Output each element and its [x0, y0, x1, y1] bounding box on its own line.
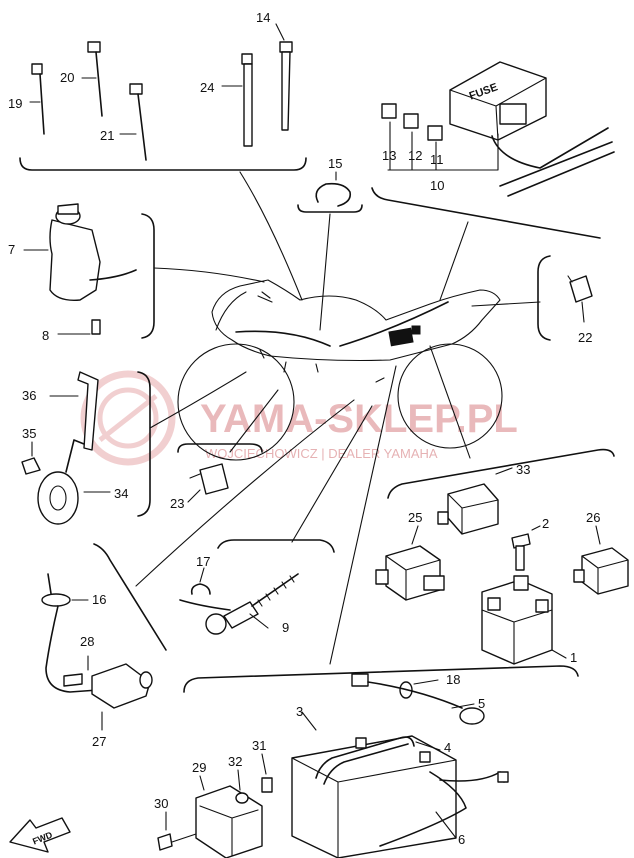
- callout-17: 17: [196, 554, 210, 569]
- callout-30: 30: [154, 796, 168, 811]
- part-35-bolt: [21, 441, 41, 475]
- part-21-clamp: [119, 83, 147, 161]
- part-31-bracket: [261, 753, 273, 793]
- motorcycle-outline: [177, 279, 503, 461]
- part-12-fuse: [403, 113, 419, 129]
- part-4-band: [315, 736, 441, 785]
- part-19-clamp: [29, 63, 45, 135]
- callout-25: 25: [408, 510, 422, 525]
- part-20-clamp: [81, 41, 103, 117]
- part-16-clip: [41, 573, 89, 607]
- callout-13: 13: [382, 148, 396, 163]
- fwd-arrow-icon: FWD: [9, 817, 71, 853]
- part-36-bracket: [49, 371, 99, 451]
- callout-34: 34: [114, 486, 128, 501]
- callout-10: 10: [430, 178, 444, 193]
- callout-9: 9: [282, 620, 289, 635]
- callout-2: 2: [542, 516, 549, 531]
- part-11-fuse: [427, 125, 443, 141]
- part-27-switch-wire: [45, 605, 99, 693]
- part-15-clip: [315, 171, 352, 207]
- callout-20: 20: [60, 70, 74, 85]
- part-30-bolt: [157, 811, 197, 851]
- part-32-washer: [235, 769, 249, 804]
- watermark-sub-text: WOJCIECHOWICZ | DEALER YAMAHA: [205, 446, 438, 461]
- group-brackets: [19, 157, 615, 693]
- callout-7: 7: [8, 242, 15, 257]
- callout-18: 18: [446, 672, 460, 687]
- callout-labels: 14 20 19 24 21 15 13 12 11 10 7 8 22 36 …: [8, 10, 600, 847]
- callout-35: 35: [22, 426, 36, 441]
- watermark-logo-icon: [80, 370, 176, 466]
- part-9-sensor: [179, 573, 299, 635]
- part-33-relay: [437, 467, 513, 535]
- part-25-relay: [375, 525, 445, 601]
- callout-27: 27: [92, 734, 106, 749]
- callout-4: 4: [444, 740, 451, 755]
- callout-23: 23: [170, 496, 184, 511]
- callout-21: 21: [100, 128, 114, 143]
- part-7-main-switch: [23, 203, 137, 301]
- callout-11: 11: [430, 152, 444, 167]
- part-8-bolt: [57, 319, 101, 335]
- callout-33: 33: [516, 462, 530, 477]
- callout-1: 1: [570, 650, 577, 665]
- part-24-cable-tie: [221, 53, 253, 147]
- part-22-relay: [567, 275, 593, 323]
- callout-6: 6: [458, 832, 465, 847]
- part-13-fuse: [381, 103, 397, 119]
- callout-28: 28: [80, 634, 94, 649]
- callout-14: 14: [256, 10, 270, 25]
- callout-22: 22: [578, 330, 592, 345]
- part-1-starter-relay: [481, 575, 567, 665]
- part-23-connector: [187, 463, 229, 503]
- part-28-bolt: [63, 655, 89, 687]
- part-5-minus-lead: [351, 673, 485, 725]
- leader-lines: [135, 171, 541, 665]
- part-14-cable-tie: [275, 23, 293, 131]
- part-29-cdi-unit: [195, 775, 263, 858]
- part-3-battery: [291, 711, 457, 858]
- callout-5: 5: [478, 696, 485, 711]
- callout-12: 12: [408, 148, 422, 163]
- callout-16: 16: [92, 592, 106, 607]
- callout-31: 31: [252, 738, 266, 753]
- part-26-relay: [573, 525, 629, 595]
- callout-24: 24: [200, 80, 214, 95]
- fuse-box-assembly: FUSE: [381, 61, 615, 197]
- part-27-switch: [91, 663, 153, 731]
- callout-36: 36: [22, 388, 36, 403]
- callout-32: 32: [228, 754, 242, 769]
- part-2-bolt: [511, 525, 541, 571]
- part-34-horn: [37, 439, 111, 525]
- watermark: YAMA-SKLEP.PL WOJCIECHOWICZ | DEALER YAM…: [80, 370, 518, 466]
- watermark-main-text: YAMA-SKLEP.PL: [200, 397, 518, 441]
- callout-29: 29: [192, 760, 206, 775]
- callout-15: 15: [328, 156, 342, 171]
- callout-8: 8: [42, 328, 49, 343]
- cable-ties-group: [29, 23, 293, 161]
- callout-3: 3: [296, 704, 303, 719]
- callout-19: 19: [8, 96, 22, 111]
- part-6-wire: [379, 771, 509, 847]
- part-17-clip: [190, 567, 211, 595]
- callout-26: 26: [586, 510, 600, 525]
